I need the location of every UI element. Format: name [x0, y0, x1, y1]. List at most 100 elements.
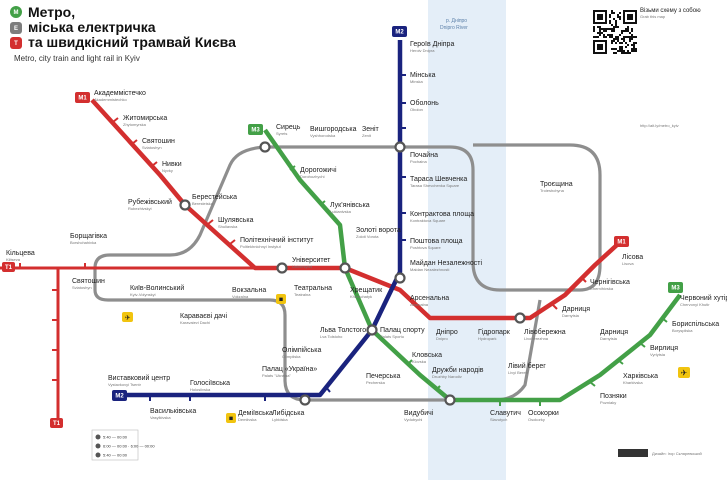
station-vyrlytsia[interactable]: Вирлиця [650, 345, 678, 352]
station-lybidska[interactable]: Либідська [272, 409, 305, 417]
station-rubizhivskyi[interactable]: Рубежівський [128, 198, 172, 206]
svg-text:✈: ✈ [681, 369, 688, 378]
station-shuliavska[interactable]: Шулявська [218, 217, 254, 224]
svg-text:Minska: Minska [410, 79, 423, 84]
svg-text:М2: М2 [395, 30, 404, 36]
station-hidropark[interactable]: Гідропарк [478, 328, 511, 336]
station-akademmistechko[interactable]: Академмістечко [94, 89, 146, 97]
svg-text:Poshtova Square: Poshtova Square [410, 245, 441, 250]
station-kyiv-volynskyi[interactable]: Київ-Волинський [130, 284, 184, 292]
svg-text:Dnipro: Dnipro [436, 336, 449, 341]
qr-link[interactable]: http://ait.ly/metro_kyiv [640, 123, 679, 128]
station-obolon[interactable]: Оболонь [410, 99, 439, 107]
svg-text:Syrets: Syrets [276, 131, 287, 136]
station-demiivska[interactable]: Деміївська [238, 409, 273, 417]
svg-text:Boryspilska: Boryspilska [672, 328, 693, 333]
station-vokzalna[interactable]: Вокзальна [232, 287, 266, 294]
svg-text:Arsenalna: Arsenalna [410, 302, 429, 307]
station-lva-tolstoho[interactable]: Льва Толстого [320, 327, 366, 334]
svg-text:Kiltseva: Kiltseva [6, 257, 21, 262]
station-palats-sportu[interactable]: Палац спорту [380, 327, 425, 334]
station-kiltseva[interactable]: Кільцева [6, 249, 35, 257]
station-livoberezhna[interactable]: Лівобережна [524, 328, 566, 336]
station-holosiivska[interactable]: Голосіївська [190, 379, 230, 387]
station-polytechnic[interactable]: Політехнічний інститут [240, 236, 314, 244]
train-legend-badge [10, 22, 22, 34]
station-chernihivska[interactable]: Чернігівська [590, 278, 630, 286]
station-dnipro[interactable]: Дніпро [436, 328, 458, 336]
svg-text:Kharkivska: Kharkivska [623, 380, 643, 385]
station-heroiv-dnipra[interactable]: Героїв Дніпра [410, 40, 454, 48]
station-karavaievi-dachi[interactable]: Караваєві дачі [180, 312, 228, 320]
svg-text:Borshchahivka: Borshchahivka [70, 240, 97, 245]
station-lisova[interactable]: Лісова [622, 253, 643, 261]
station-darnytsia[interactable]: Дарниця [562, 306, 590, 313]
station-olimpiiska[interactable]: Олімпійська [282, 346, 321, 354]
svg-text:Darnytsia: Darnytsia [600, 336, 618, 341]
station-vyshhorodska[interactable]: Вишгородська [310, 126, 357, 133]
station-beresteiska[interactable]: Берестейська [192, 193, 237, 201]
station-lukianivska[interactable]: Лук'янівська [330, 201, 370, 209]
svg-text:Holosiivska: Holosiivska [190, 387, 211, 392]
station-sviatoshyn-train[interactable]: Святошин [72, 278, 105, 285]
station-khreshchatyk[interactable]: Хрещатик [350, 287, 383, 294]
station-kontraktova[interactable]: Контрактова площа [410, 211, 474, 218]
station-boryspilska[interactable]: Бориспільська [672, 320, 719, 328]
station-maidan[interactable]: Майдан Незалежності [410, 259, 482, 267]
station-osokorky[interactable]: Осокорки [528, 410, 559, 417]
station-sviatoshyn[interactable]: Святошин [142, 138, 175, 145]
station-labels[interactable]: Академмістечко Akademmistechko Житомирсь… [6, 40, 727, 422]
station-vasylkivska[interactable]: Васильківська [150, 407, 196, 415]
station-teatralna[interactable]: Театральна [294, 285, 332, 292]
svg-text:Livyi Bereh: Livyi Bereh [508, 370, 528, 375]
station-klovska[interactable]: Кловська [412, 352, 442, 359]
station-druzhby-narodiv[interactable]: Дружби народів [432, 366, 484, 374]
svg-text:Khreschatyk: Khreschatyk [350, 294, 372, 299]
station-zenit[interactable]: Зеніт [362, 125, 380, 133]
station-arsenalna[interactable]: Арсенальна [410, 295, 449, 302]
station-troieshchyna[interactable]: Троєщина [540, 181, 573, 188]
station-pecherska[interactable]: Печерська [366, 373, 400, 380]
line-m3 [263, 128, 682, 403]
svg-text:Chervonyi Khutir: Chervonyi Khutir [680, 302, 710, 307]
station-universytet[interactable]: Університет [292, 256, 331, 264]
station-slavutych[interactable]: Славутич [490, 410, 521, 417]
station-chervonyi-khutir[interactable]: Червоний хутір [680, 294, 727, 302]
station-zoloti-vorota[interactable]: Золоті ворота [356, 226, 401, 234]
svg-text:Druzhby Narodiv: Druzhby Narodiv [432, 374, 462, 379]
station-nyvky[interactable]: Нивки [162, 161, 182, 168]
station-borshchahivka[interactable]: Борщагівка [70, 232, 107, 240]
station-palats-ukraina[interactable]: Палац «Україна» [262, 366, 317, 373]
svg-text:Kontraktova Square: Kontraktova Square [410, 218, 446, 223]
station-dorohozhychi[interactable]: Дорогожичі [300, 166, 337, 174]
svg-text:Vokzalna: Vokzalna [232, 294, 249, 299]
svg-text:Lisova: Lisova [622, 261, 634, 266]
svg-text:Pochaina: Pochaina [410, 159, 427, 164]
svg-text:Politekhnichnyi Instytut: Politekhnichnyi Instytut [240, 244, 282, 249]
station-vydubychi[interactable]: Видубичі [404, 409, 434, 417]
line-badges: М1 М1 М2 М2 М3 М3 Т1 Т1 [2, 26, 683, 428]
station-zhytomyrska[interactable]: Житомирська [123, 115, 167, 122]
station-taras-shevchenka[interactable]: Тараса Шевченка [410, 176, 467, 183]
svg-text:Palats Sportu: Palats Sportu [380, 334, 404, 339]
qr-block[interactable]: Візьми схему з собою Grab this map http:… [592, 8, 701, 128]
svg-text:■: ■ [279, 297, 283, 304]
svg-text:Maidan Nezalezhnosti: Maidan Nezalezhnosti [410, 267, 449, 272]
station-pozniaky[interactable]: Позняки [600, 393, 627, 400]
station-vystavkovyi[interactable]: Виставковий центр [108, 374, 170, 382]
svg-text:Pecherska: Pecherska [366, 380, 386, 385]
station-livyi-bereh[interactable]: Лівий берег [508, 362, 546, 370]
qr-code[interactable] [592, 9, 638, 55]
svg-text:Universytet: Universytet [292, 264, 313, 269]
line-m1 [90, 98, 620, 321]
station-poshtova[interactable]: Поштова площа [410, 238, 463, 245]
station-syrets[interactable]: Сирець [276, 124, 301, 131]
station-kharkivska[interactable]: Харківська [623, 372, 658, 380]
station-minska[interactable]: Мінська [410, 71, 436, 79]
svg-text:М1: М1 [78, 96, 87, 102]
svg-text:Vydubychi: Vydubychi [404, 417, 422, 422]
station-pochaina[interactable]: Почайна [410, 151, 438, 159]
river-label-en: Dnipro River [440, 25, 468, 31]
station-darnytsia-train[interactable]: Дарниця [600, 329, 628, 336]
